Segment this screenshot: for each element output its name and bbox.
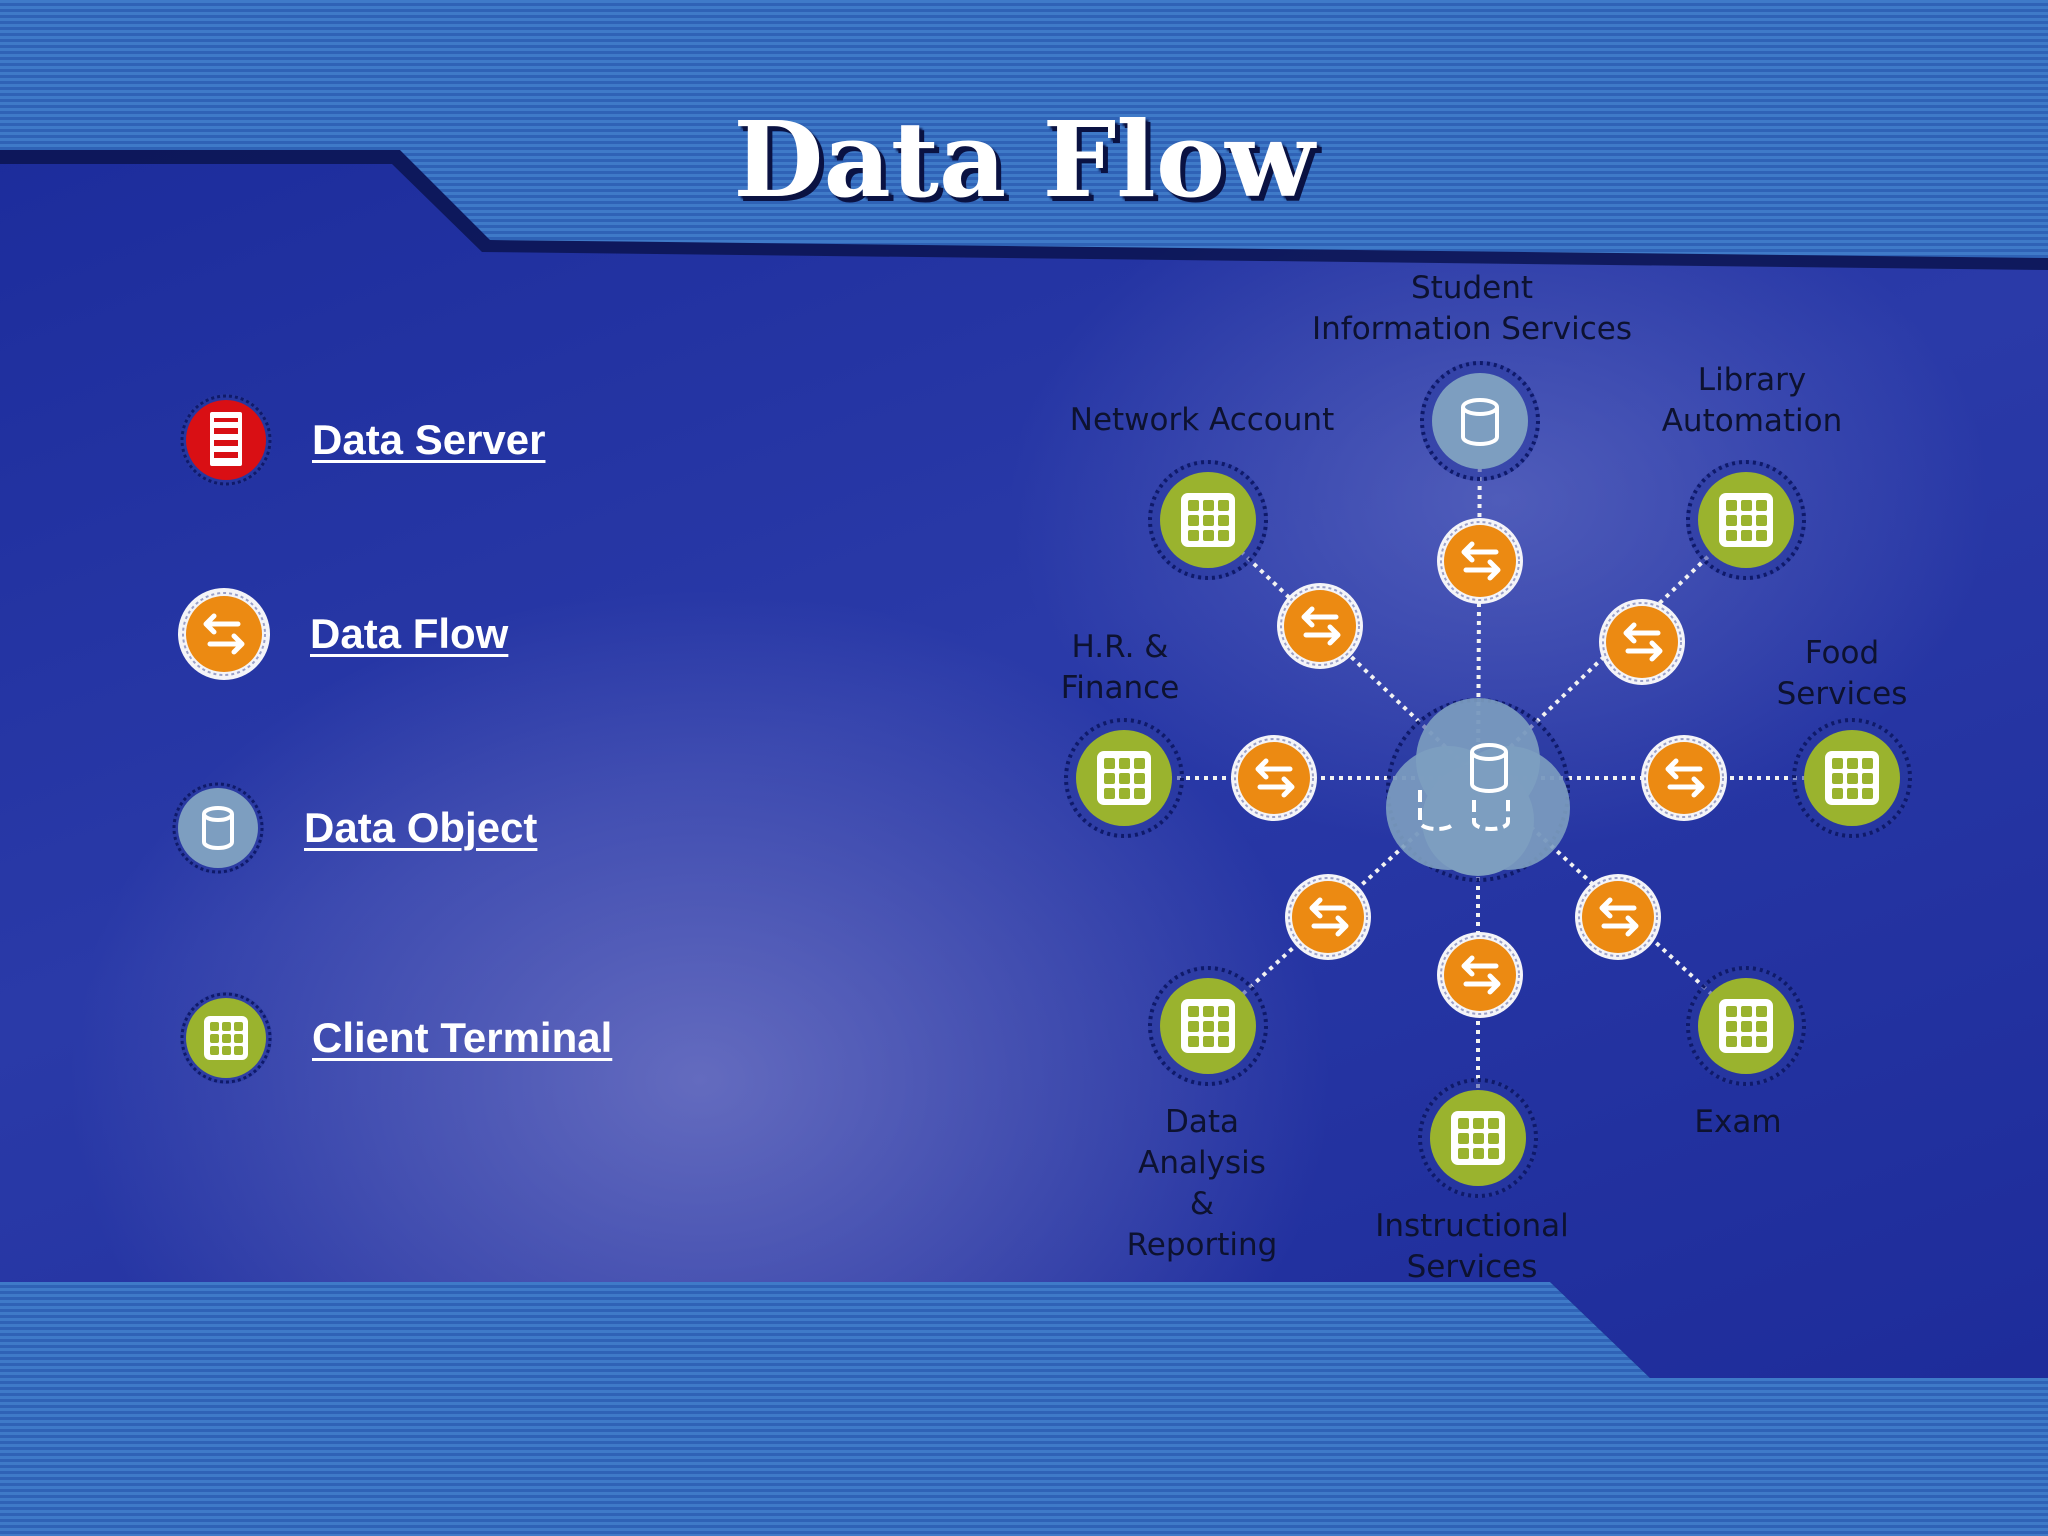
label-line: Food: [1804, 635, 1880, 671]
node-food-services-terminal-grid-icon[interactable]: [1790, 716, 1914, 840]
node-network-account-terminal-grid-icon[interactable]: [1146, 458, 1270, 582]
legend-item-data-server[interactable]: Data Server: [178, 392, 545, 488]
node-label-library-automation: Library Automation: [1662, 360, 1843, 442]
database-cluster-icon: [1418, 743, 1510, 831]
legend-label-data-object[interactable]: Data Object: [304, 804, 538, 851]
node-label-exam: Exam: [1694, 1102, 1781, 1143]
label-line: Services: [1776, 676, 1908, 712]
legend-label-client-terminal[interactable]: Client Terminal: [312, 1014, 613, 1061]
label-line: Student: [1410, 270, 1534, 306]
node-instructional-services-terminal-grid-icon[interactable]: [1416, 1076, 1540, 1200]
label-line: H.R. &: [1071, 629, 1169, 665]
node-library-automation-terminal-grid-icon[interactable]: [1684, 458, 1808, 582]
label-line: Services: [1406, 1249, 1538, 1285]
flow-arrows-icon: [178, 588, 270, 680]
label-line: Instructional: [1375, 1208, 1569, 1244]
server-icon: [180, 394, 272, 486]
node-label-student-information-services: Student Information Services: [1312, 268, 1632, 350]
node-label-network-account: Network Account: [1070, 400, 1334, 441]
flow-food-services-arrows-icon[interactable]: [1641, 735, 1727, 821]
flow-network-account-arrows-icon[interactable]: [1277, 583, 1363, 669]
flow-hr-finance-arrows-icon[interactable]: [1231, 735, 1317, 821]
label-line: Analysis: [1138, 1145, 1266, 1181]
node-label-food-services: Food Services: [1777, 633, 1908, 715]
legend-item-data-object[interactable]: Data Object: [170, 780, 537, 876]
node-label-hr-finance: H.R. & Finance: [1061, 627, 1180, 709]
label-line: Network Account: [1069, 402, 1335, 438]
flow-data-analysis-reporting-arrows-icon[interactable]: [1285, 874, 1371, 960]
legend-item-client-terminal[interactable]: Client Terminal: [178, 990, 612, 1086]
label-line: Information Services: [1311, 311, 1633, 347]
legend-label-data-flow[interactable]: Data Flow: [310, 610, 509, 657]
label-line: Exam: [1694, 1104, 1782, 1140]
slide-title: Data Flow: [733, 98, 1315, 221]
node-exam-terminal-grid-icon[interactable]: [1684, 964, 1808, 1088]
label-line: Library: [1697, 362, 1807, 398]
flow-library-automation-arrows-icon[interactable]: [1599, 599, 1685, 685]
flow-instructional-services-arrows-icon[interactable]: [1437, 932, 1523, 1018]
node-data-analysis-reporting-terminal-grid-icon[interactable]: [1146, 964, 1270, 1088]
legend-item-data-flow[interactable]: Data Flow: [176, 586, 508, 682]
hub-data-object[interactable]: [1386, 698, 1570, 882]
database-icon: [172, 782, 264, 874]
label-line: &: [1189, 1186, 1215, 1222]
flow-student-information-services-arrows-icon[interactable]: [1437, 518, 1523, 604]
label-line: Finance: [1060, 670, 1180, 706]
terminal-grid-icon: [180, 992, 272, 1084]
label-line: Reporting: [1126, 1227, 1278, 1263]
node-hr-finance-terminal-grid-icon[interactable]: [1062, 716, 1186, 840]
node-student-information-services-database-icon[interactable]: [1418, 359, 1542, 483]
label-line: Data: [1164, 1104, 1240, 1140]
flow-exam-arrows-icon[interactable]: [1575, 874, 1661, 960]
label-line: Automation: [1661, 403, 1843, 439]
node-label-instructional-services: Instructional Services: [1375, 1206, 1569, 1288]
node-label-data-analysis-reporting: Data Analysis & Reporting: [1127, 1102, 1278, 1266]
legend-label-data-server[interactable]: Data Server: [312, 416, 546, 463]
